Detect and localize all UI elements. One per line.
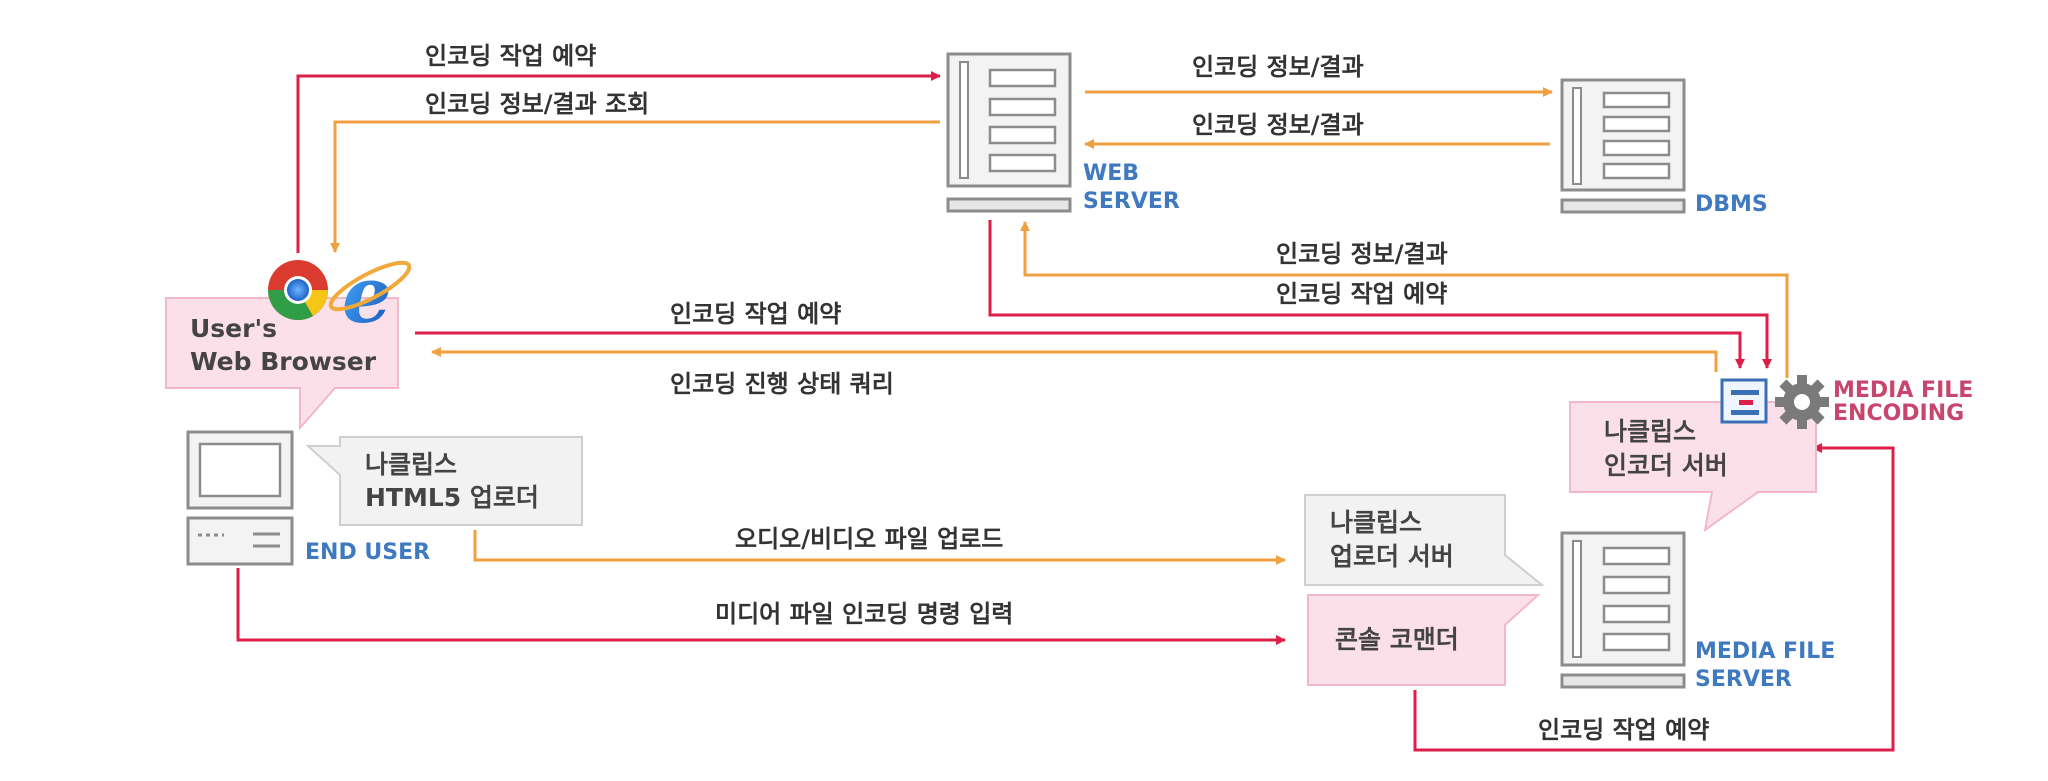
edge-encoder-to-web-result	[1020, 221, 1789, 378]
encoder-server-line2: 인코더 서버	[1604, 451, 1728, 480]
chrome-icon	[268, 260, 329, 321]
edge-user-to-console	[236, 568, 1286, 645]
label-encoder-to-browser-progress: 인코딩 진행 상태 쿼리	[670, 370, 894, 398]
end-user-label: END USER	[305, 540, 430, 565]
label-dbms-to-web: 인코딩 정보/결과	[1192, 111, 1364, 139]
edge-encoder-to-browser-progress	[431, 347, 1718, 372]
edge-web-to-browser-query	[330, 120, 940, 253]
svg-text:e: e	[342, 250, 392, 341]
media-file-server-line2: SERVER	[1695, 667, 1792, 692]
console-commander-bubble	[1307, 594, 1541, 686]
gear-icon	[1775, 375, 1829, 429]
label-user-to-upload-server: 오디오/비디오 파일 업로드	[735, 525, 1003, 553]
browser-bubble	[165, 297, 399, 431]
html5-uploader-bubble	[305, 436, 583, 526]
end-user-computer-icon	[186, 430, 294, 566]
browser-bubble-line2: Web Browser	[190, 347, 377, 376]
media-file-server-line1: MEDIA FILE	[1695, 639, 1835, 664]
edge-console-to-encoder	[1413, 443, 1895, 752]
web-server-label-line2: SERVER	[1083, 189, 1180, 214]
html5-uploader-line1: 나클립스	[365, 450, 457, 479]
edge-web-to-encoder-reserve	[988, 220, 1772, 369]
label-web-to-encoder-reserve: 인코딩 작업 예약	[1276, 280, 1447, 308]
dbms-label: DBMS	[1695, 192, 1768, 217]
console-commander-label: 콘솔 코맨더	[1335, 625, 1459, 654]
label-web-to-dbms: 인코딩 정보/결과	[1192, 53, 1364, 81]
upload-server-line2: 업로더 서버	[1330, 542, 1454, 571]
label-user-to-console: 미디어 파일 인코딩 명령 입력	[715, 600, 1013, 628]
media-file-server-icon	[1560, 531, 1686, 689]
web-server-icon	[946, 52, 1072, 213]
label-web-to-browser-query: 인코딩 정보/결과 조회	[425, 90, 649, 118]
media-file-encoding-line2: ENCODING	[1833, 401, 1964, 426]
label-browser-to-web-reserve: 인코딩 작업 예약	[425, 42, 596, 70]
label-browser-to-encoder-reserve: 인코딩 작업 예약	[670, 300, 841, 328]
encoder-app-icon	[1720, 378, 1768, 424]
dbms-server-icon	[1560, 78, 1686, 214]
browser-bubble-line1: User's	[190, 314, 277, 343]
html5-uploader-line2: HTML5 업로더	[365, 483, 539, 512]
media-file-encoding-line1: MEDIA FILE	[1833, 378, 1973, 403]
web-server-label-line1: WEB	[1083, 161, 1139, 186]
upload-server-line1: 나클립스	[1330, 508, 1422, 537]
label-encoder-to-web-result: 인코딩 정보/결과	[1276, 240, 1448, 268]
label-console-to-encoder: 인코딩 작업 예약	[1538, 716, 1709, 744]
edge-user-to-upload-server	[473, 530, 1286, 565]
upload-server-bubble	[1304, 494, 1545, 586]
encoder-server-line1: 나클립스	[1604, 417, 1696, 446]
edge-browser-to-encoder-reserve	[415, 331, 1745, 369]
internet-explorer-icon: e	[328, 250, 412, 341]
edge-browser-to-web-reserve	[296, 71, 941, 253]
